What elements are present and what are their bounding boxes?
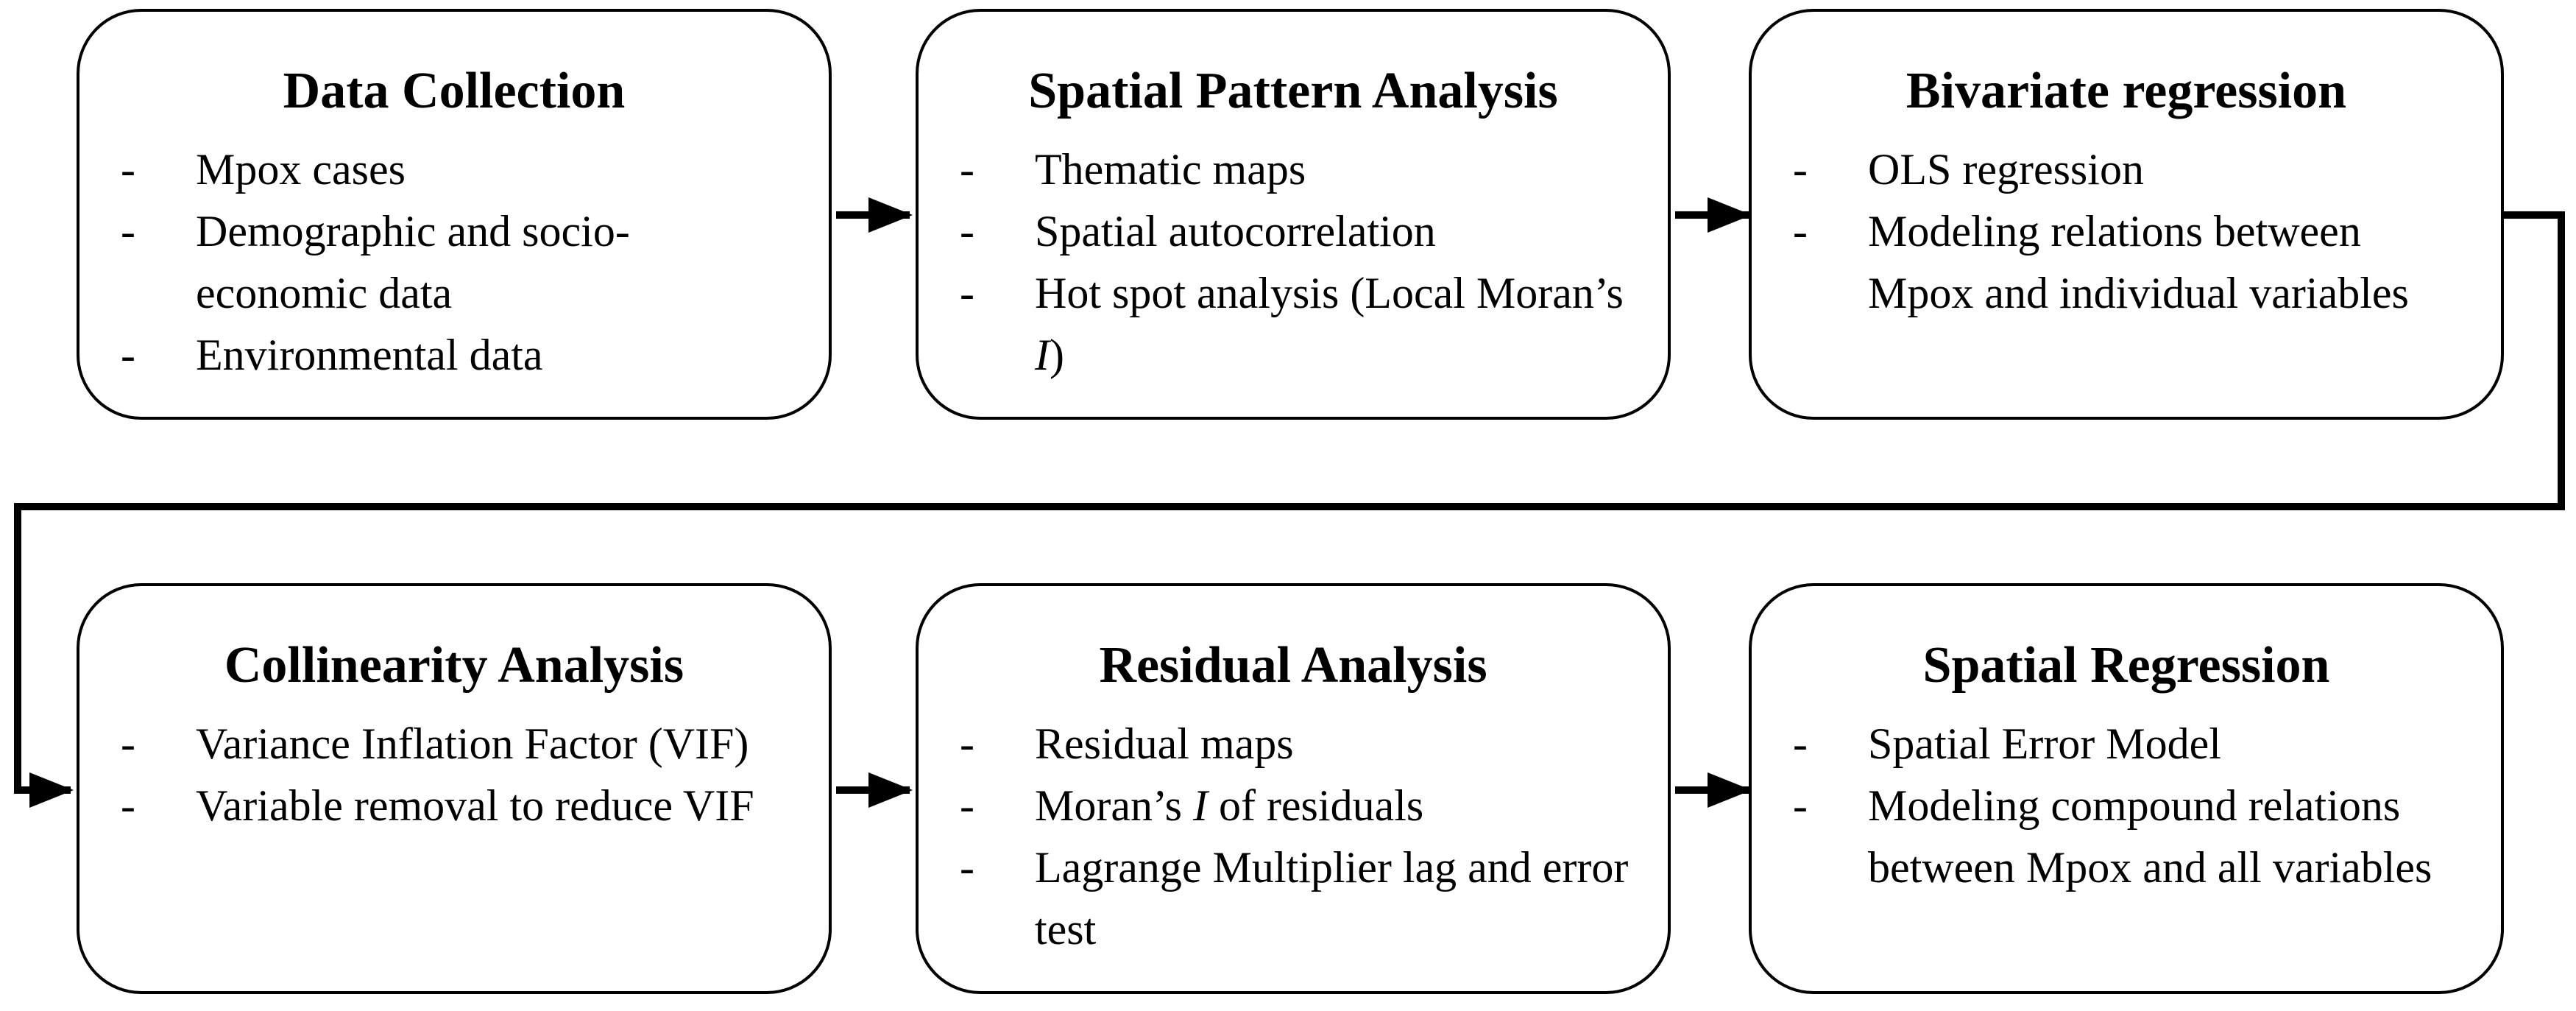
item-text: Modeling compound relations between Mpox… bbox=[1868, 781, 2432, 892]
arrow-bivariate-to-collinearity bbox=[14, 211, 2565, 808]
box-spatial-regression: Spatial Regression -Spatial Error Model-… bbox=[1749, 583, 2504, 994]
item-text: Hot spot analysis (Local Moran’s bbox=[1035, 269, 1624, 317]
bullet-dash: - bbox=[121, 145, 135, 194]
list-item: - Demographic and socio-economic data bbox=[79, 200, 829, 324]
box-data-collection: Data Collection - Mpox cases - Demographic … bbox=[77, 9, 832, 420]
bullet-dash: - bbox=[960, 145, 974, 194]
item-list: - Residual maps - Moran’s I of residuals - La… bbox=[919, 713, 1668, 960]
box-residual-analysis: Residual Analysis - Residual maps - Moran’s… bbox=[916, 583, 1671, 994]
list-item: - Variance Inflation Factor (VIF) bbox=[79, 713, 829, 775]
list-item: - Environmental data bbox=[79, 324, 829, 386]
item-text: Mpox cases bbox=[196, 145, 406, 194]
box-spatial-pattern-analysis: Spatial Pattern Analysis -Thematic maps-… bbox=[916, 9, 1671, 420]
item-text-italic: I bbox=[1192, 781, 1208, 830]
bullet-dash: - bbox=[960, 781, 974, 830]
box-title: Collinearity Analysis bbox=[224, 637, 684, 694]
list-item: - Mpox cases bbox=[79, 138, 829, 200]
item-text: Residual maps bbox=[1035, 719, 1294, 768]
item-list: - Thematic maps - Spatial autocorrelation - H… bbox=[919, 138, 1668, 386]
list-item: - OLS regression bbox=[1752, 138, 2501, 200]
bullet-dash: - bbox=[960, 719, 974, 768]
item-list: - Variance Inflation Factor (VIF) - Variabl… bbox=[79, 713, 829, 836]
bullet-dash: - bbox=[960, 843, 974, 892]
list-item: - Modeling relations between Mpox and ind… bbox=[1752, 200, 2501, 324]
item-text: Modeling relations between Mpox and indi… bbox=[1868, 207, 2409, 317]
bullet-dash: - bbox=[1793, 781, 1808, 830]
bullet-dash: - bbox=[121, 331, 135, 379]
box-title: Data Collection bbox=[283, 63, 626, 119]
list-item: - Moran’s I of residuals bbox=[919, 775, 1668, 836]
item-text-italic: I bbox=[1035, 331, 1050, 379]
box-title: Residual Analysis bbox=[1099, 637, 1487, 694]
bullet-dash: - bbox=[1793, 207, 1808, 256]
item-text: Variance Inflation Factor (VIF) bbox=[196, 719, 749, 768]
bullet-dash: - bbox=[960, 207, 974, 256]
list-item: - Variable removal to reduce VIF bbox=[79, 775, 829, 836]
item-list: - OLS regression - Modeling relations betwe… bbox=[1752, 138, 2501, 324]
box-title: Spatial Regression bbox=[1922, 637, 2330, 694]
box-bivariate-regression: Bivariate regression - OLS regression - Mod… bbox=[1749, 9, 2504, 420]
item-text: Spatial Error Model bbox=[1868, 719, 2221, 768]
item-text: Moran’s bbox=[1035, 781, 1193, 830]
bullet-dash: - bbox=[960, 269, 974, 317]
item-text: Variable removal to reduce VIF bbox=[196, 781, 754, 830]
box-collinearity-analysis: Collinearity Analysis - Variance Inflatio… bbox=[77, 583, 832, 994]
item-text: ) bbox=[1049, 331, 1064, 379]
list-item: - Lagrange Multiplier lag and error test bbox=[919, 836, 1668, 960]
box-title: Bivariate regression bbox=[1906, 63, 2347, 119]
item-text: Environmental data bbox=[196, 331, 543, 379]
list-item: - Residual maps bbox=[919, 713, 1668, 775]
bullet-dash: - bbox=[1793, 719, 1808, 768]
item-text: Thematic maps bbox=[1035, 145, 1306, 194]
item-text: OLS regression bbox=[1868, 145, 2144, 194]
item-text: Spatial autocorrelation bbox=[1035, 207, 1436, 256]
item-text: Lagrange Multiplier lag and error test bbox=[1035, 843, 1629, 954]
bullet-dash: - bbox=[1793, 145, 1808, 194]
item-text: of residuals bbox=[1207, 781, 1424, 830]
box-title: Spatial Pattern Analysis bbox=[1028, 63, 1558, 119]
item-list: - Spatial Error Model - Modeling compound r… bbox=[1752, 713, 2501, 898]
list-item: - Thematic maps bbox=[919, 138, 1668, 200]
item-text: Demographic and socio-economic data bbox=[196, 207, 630, 317]
bullet-dash: - bbox=[121, 719, 135, 768]
item-list: - Mpox cases - Demographic and socio-econom… bbox=[79, 138, 829, 386]
list-item: - Hot spot analysis (Local Moran’s I) bbox=[919, 262, 1668, 386]
list-item: - Modeling compound relations between Mpo… bbox=[1752, 775, 2501, 898]
bullet-dash: - bbox=[121, 207, 135, 256]
list-item: - Spatial Error Model bbox=[1752, 713, 2501, 775]
bullet-dash: - bbox=[121, 781, 135, 830]
list-item: - Spatial autocorrelation bbox=[919, 200, 1668, 262]
